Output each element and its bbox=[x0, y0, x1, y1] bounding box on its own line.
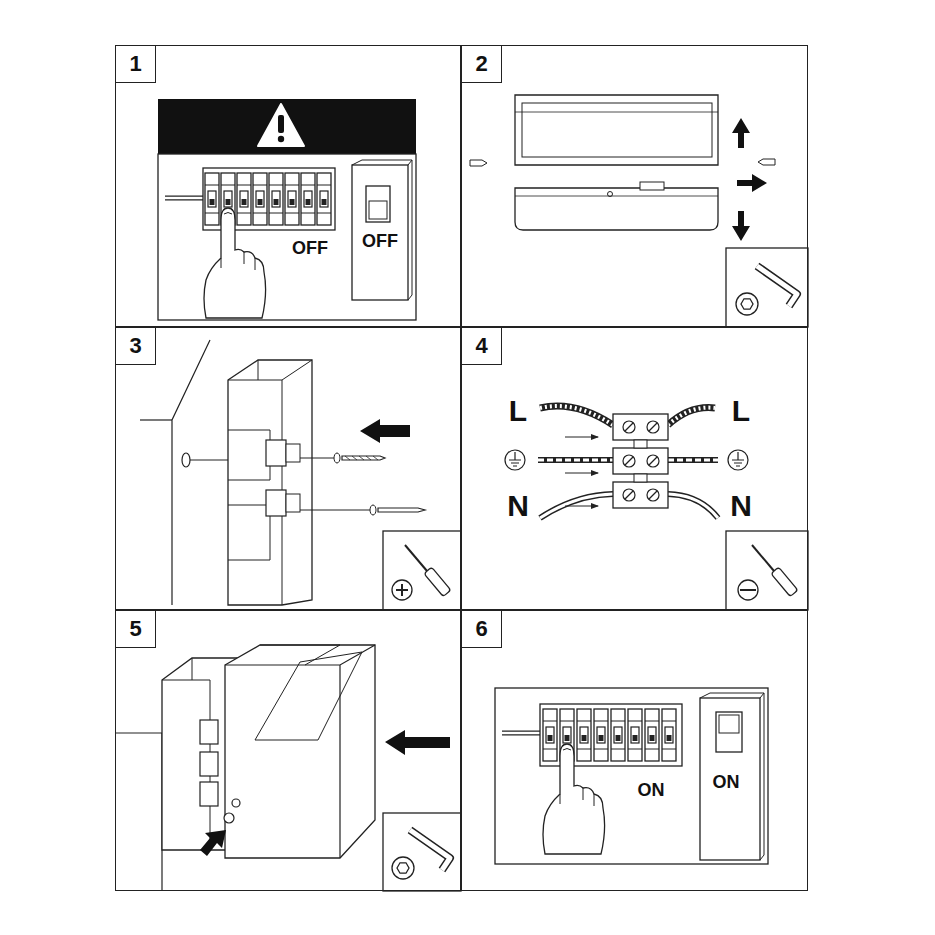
callout-label: N bbox=[507, 491, 529, 521]
callout-label: N bbox=[730, 491, 752, 521]
step-panel: 1 bbox=[115, 45, 461, 327]
step-panel: 3 bbox=[115, 327, 461, 610]
step-number: 2 bbox=[462, 46, 502, 83]
step-number: 4 bbox=[462, 328, 502, 365]
callout-label: OFF bbox=[362, 232, 398, 250]
step-number: 1 bbox=[116, 46, 156, 83]
step-number: 5 bbox=[116, 611, 156, 648]
step-panel: 2 bbox=[461, 45, 808, 327]
step-number: 3 bbox=[116, 328, 156, 365]
callout-label: ON bbox=[713, 773, 740, 791]
callout-label: L bbox=[732, 396, 750, 426]
step-number: 6 bbox=[462, 611, 502, 648]
callout-label: ON bbox=[638, 781, 665, 799]
step-panel: 5 bbox=[115, 610, 461, 891]
callout-label: OFF bbox=[292, 239, 328, 257]
callout-label: L bbox=[509, 396, 527, 426]
step-panel: 4 bbox=[461, 327, 808, 610]
step-panel: 6 bbox=[461, 610, 808, 891]
